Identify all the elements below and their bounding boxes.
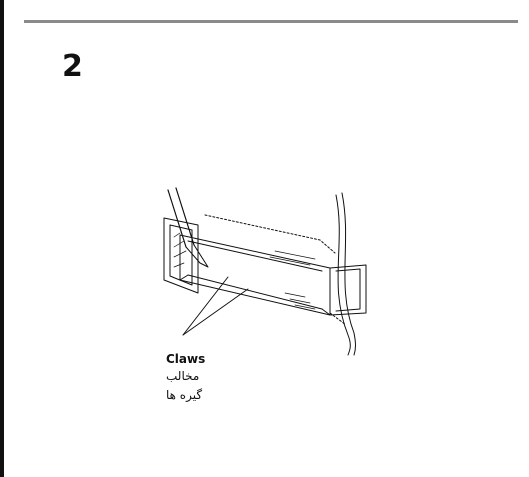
sleeve-front-opening <box>179 234 331 316</box>
claws-label-ar: مخالب <box>166 369 200 383</box>
top-divider-rule <box>24 20 518 23</box>
claws-label-en: Claws <box>166 352 206 366</box>
claws-label-fa: گیره ها <box>166 388 203 402</box>
claws-callout: Claws مخالب گیره ها <box>166 351 246 405</box>
mounting-sleeve-illustration <box>163 187 367 356</box>
step-number: 2 <box>62 49 83 84</box>
sleeve-bottom-dashed <box>329 312 347 326</box>
left-margin-rule <box>0 0 4 477</box>
right-frame-plate <box>329 264 367 316</box>
wiring-harness <box>335 194 351 356</box>
sleeve-top-edge <box>204 214 336 254</box>
release-key <box>167 189 187 248</box>
claws-pointer-line <box>182 276 229 336</box>
